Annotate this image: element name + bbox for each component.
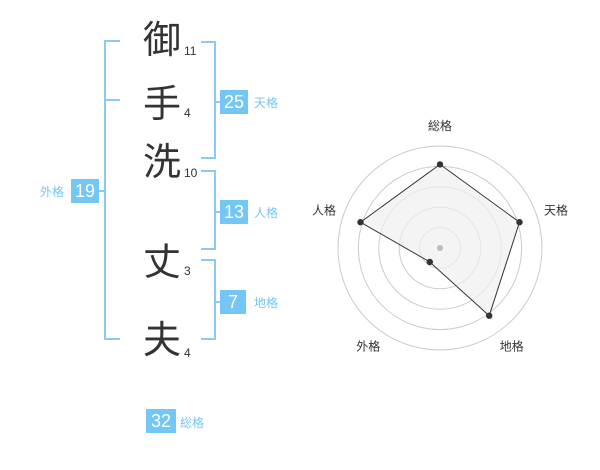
jinkaku-bracket-top bbox=[201, 170, 215, 172]
radar-axis-label-5: 人格 bbox=[312, 202, 336, 217]
name-char-4: 丈 bbox=[142, 240, 181, 284]
radar-axis-label-2: 天格 bbox=[544, 202, 568, 217]
radar-center-dot bbox=[437, 245, 443, 251]
tenkaku-score: 25 bbox=[220, 90, 248, 114]
tenkaku-label: 天格 bbox=[254, 96, 279, 110]
chikaku-bracket-bottom bbox=[201, 338, 215, 340]
gaikaku-bracket-bottom bbox=[104, 338, 120, 340]
tenkaku-bracket-bottom bbox=[201, 157, 215, 159]
stroke-count-5: 4 bbox=[184, 346, 191, 360]
name-char-1: 御 bbox=[142, 18, 181, 62]
tenkaku-bracket-tick bbox=[214, 101, 220, 103]
tenkaku-bracket-top bbox=[201, 41, 215, 43]
radar-data-polygon bbox=[359, 163, 521, 317]
chikaku-label: 地格 bbox=[254, 296, 279, 310]
jinkaku-label: 人格 bbox=[254, 206, 279, 220]
stroke-count-4: 3 bbox=[184, 264, 191, 278]
radar-point-3 bbox=[486, 312, 493, 319]
radar-axis-label-1: 総格 bbox=[428, 118, 452, 133]
jinkaku-bracket-vertical bbox=[214, 170, 216, 250]
gaikaku-bracket-tick bbox=[98, 190, 104, 192]
name-char-3: 洗 bbox=[142, 140, 181, 184]
jinkaku-bracket-bottom bbox=[201, 248, 215, 250]
jinkaku-score: 13 bbox=[220, 200, 248, 224]
gaikaku-label: 外格 bbox=[40, 185, 65, 199]
stroke-count-3: 10 bbox=[184, 166, 198, 180]
tenkaku-bracket-vertical bbox=[214, 41, 216, 159]
radar-point-4 bbox=[426, 258, 433, 266]
gaikaku-bracket-mid bbox=[104, 99, 120, 101]
chikaku-bracket-top bbox=[201, 259, 215, 261]
radar-axis-label-3: 地格 bbox=[500, 339, 524, 354]
chikaku-bracket-vertical bbox=[214, 259, 216, 340]
radar-grid-ring-5 bbox=[337, 145, 543, 351]
gaikaku-score: 19 bbox=[71, 179, 99, 203]
gaikaku-bracket-vertical bbox=[104, 40, 106, 340]
soukaku-score: 32 bbox=[146, 409, 176, 433]
name-char-2: 手 bbox=[142, 82, 181, 126]
gaikaku-bracket-top bbox=[104, 40, 120, 42]
chikaku-bracket-tick bbox=[214, 301, 220, 303]
jinkaku-bracket-tick bbox=[214, 211, 220, 213]
name-char-5: 夫 bbox=[142, 318, 181, 362]
stroke-count-1: 11 bbox=[184, 44, 197, 58]
radar-axis-label-4: 外格 bbox=[356, 339, 380, 354]
radar-point-5 bbox=[357, 219, 364, 226]
stroke-count-2: 4 bbox=[184, 106, 191, 120]
chikaku-score: 7 bbox=[220, 290, 246, 314]
soukaku-label: 総格 bbox=[180, 416, 205, 430]
radar-point-2 bbox=[516, 219, 523, 226]
radar-point-1 bbox=[436, 161, 444, 168]
